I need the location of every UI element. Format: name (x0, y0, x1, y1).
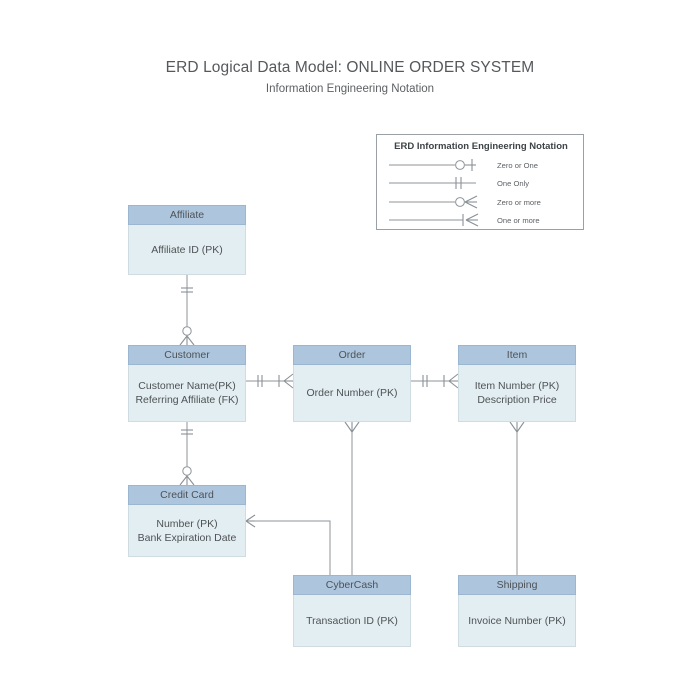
legend-label-1: One Only (497, 179, 530, 188)
legend-symbol-double-bar (389, 177, 476, 189)
attribute: Transaction ID (PK) (306, 614, 398, 627)
legend-symbol-bar-crowsfoot (389, 213, 479, 227)
legend-label-3: One or more (497, 216, 540, 225)
connector-creditcard-cybercash (245, 514, 331, 575)
connector-customer-creditcard (179, 422, 195, 486)
legend-panel: ERD Information Engineering Notation (376, 134, 584, 230)
entity-customer-title: Customer (128, 345, 246, 365)
attribute: Affiliate ID (PK) (151, 243, 223, 256)
connector-order-item (411, 373, 459, 389)
entity-credit-card-title: Credit Card (128, 485, 246, 505)
entity-order[interactable]: Order Order Number (PK) (293, 345, 411, 422)
legend-symbols (389, 159, 479, 227)
attribute: Item Number (PK) (474, 380, 560, 392)
entity-item-attributes: Item Number (PK) Description Price (458, 365, 576, 422)
entity-customer-attributes: Customer Name(PK) Referring Affiliate (F… (128, 365, 246, 422)
entity-order-title: Order (293, 345, 411, 365)
entity-affiliate-title: Affiliate (128, 205, 246, 225)
entity-credit-card-attributes: Number (PK) Bank Expiration Date (128, 505, 246, 557)
entity-order-attributes: Order Number (PK) (293, 365, 411, 422)
page-title: ERD Logical Data Model: ONLINE ORDER SYS… (165, 59, 535, 76)
entity-customer[interactable]: Customer Customer Name(PK) Referring Aff… (128, 345, 246, 422)
entity-shipping[interactable]: Shipping Invoice Number (PK) (458, 575, 576, 647)
attribute: Description Price (477, 394, 557, 406)
attribute: Order Number (PK) (306, 387, 398, 399)
entity-item-title: Item (458, 345, 576, 365)
legend-symbol-circle-crowsfoot (389, 195, 478, 209)
entity-shipping-attributes: Invoice Number (PK) (458, 595, 576, 647)
entity-shipping-title: Shipping (458, 575, 576, 595)
entity-cybercash-attributes: Transaction ID (PK) (293, 595, 411, 647)
connector-customer-order (246, 373, 294, 389)
entity-affiliate[interactable]: Affiliate Affiliate ID (PK) (128, 205, 246, 275)
attribute: Bank Expiration Date (137, 531, 237, 544)
legend-title: ERD Information Engineering Notation (394, 141, 568, 152)
entity-cybercash-title: CyberCash (293, 575, 411, 595)
legend-label-2: Zero or more (497, 198, 541, 207)
entity-credit-card[interactable]: Credit Card Number (PK) Bank Expiration … (128, 485, 246, 557)
connector-item-shipping (509, 421, 525, 575)
entity-cybercash[interactable]: CyberCash Transaction ID (PK) (293, 575, 411, 647)
attribute: Number (PK) (156, 517, 218, 530)
entity-item[interactable]: Item Item Number (PK) Description Price (458, 345, 576, 422)
connector-affiliate-customer (179, 275, 195, 346)
attribute: Referring Affiliate (FK) (135, 394, 239, 406)
connector-order-cybercash (344, 421, 360, 575)
page-subtitle: Information Engineering Notation (265, 83, 435, 95)
attribute: Invoice Number (PK) (468, 614, 566, 627)
entity-affiliate-attributes: Affiliate ID (PK) (128, 225, 246, 275)
attribute: Customer Name(PK) (138, 380, 236, 392)
legend-symbol-circle-bar (389, 159, 476, 171)
legend-label-0: Zero or One (497, 161, 538, 170)
